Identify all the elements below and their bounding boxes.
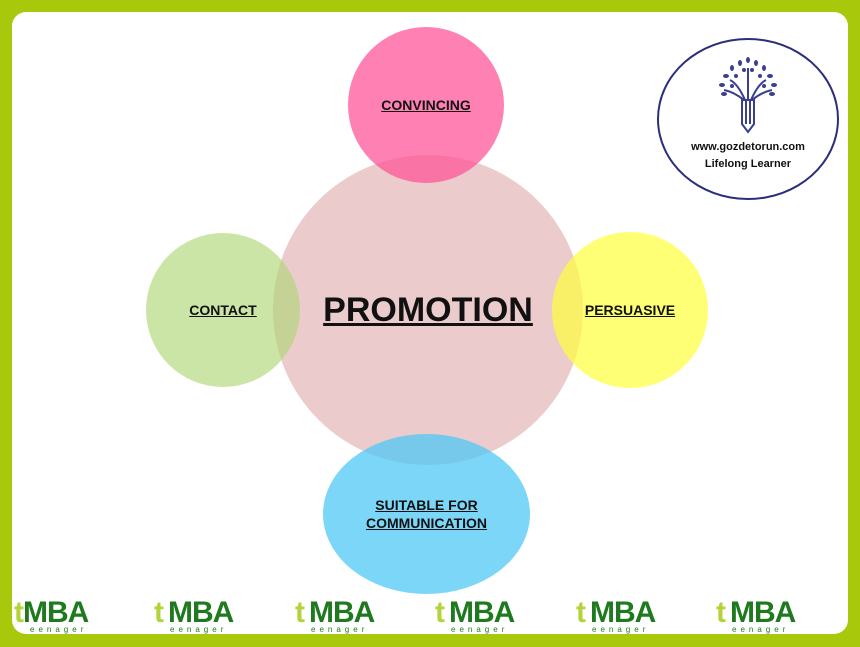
tmba-mba: MBA	[730, 596, 796, 629]
tmba-sub: eenager	[170, 625, 228, 634]
contact-label: CONTACT	[189, 302, 257, 318]
tmba-sub: eenager	[592, 625, 650, 634]
tmba-t: t	[576, 596, 586, 629]
convincing-circle: CONVINCING	[348, 27, 504, 183]
tmba-mba: MBA	[449, 596, 515, 629]
promotion-label: PROMOTION	[323, 291, 533, 329]
tmba-sub: eenager	[30, 625, 88, 634]
tmba-sub: eenager	[311, 625, 369, 634]
tmba-t: t	[435, 596, 445, 629]
communication-label: SUITABLE FOR COMMUNICATION	[365, 497, 488, 531]
tmba-mba: MBA	[590, 596, 656, 629]
promotion-circle: PROMOTION	[273, 155, 583, 465]
contact-circle: CONTACT	[146, 233, 300, 387]
convincing-label: CONVINCING	[381, 97, 471, 113]
tmba-t: t	[295, 596, 305, 629]
tmba-t: t	[716, 596, 726, 629]
logo-tagline: Lifelong Learner	[704, 158, 792, 170]
tmba-sub: eenager	[732, 625, 790, 634]
tmba-sub: eenager	[451, 625, 509, 634]
tmba-mba: MBA	[168, 596, 234, 629]
persuasive-circle: PERSUASIVE	[552, 232, 708, 388]
logo-url: www.gozdetorun.com	[691, 141, 805, 153]
tmba-brand: tMBA	[14, 596, 89, 629]
tmba-t: t	[154, 596, 164, 629]
tree-pencil-icon	[719, 57, 777, 134]
gozdetorun-logo: www.gozdetorun.com Lifelong Learner	[657, 38, 839, 200]
persuasive-label: PERSUASIVE	[584, 302, 676, 318]
communication-circle: SUITABLE FOR COMMUNICATION	[323, 434, 530, 594]
tmba-mba: MBA	[309, 596, 375, 629]
